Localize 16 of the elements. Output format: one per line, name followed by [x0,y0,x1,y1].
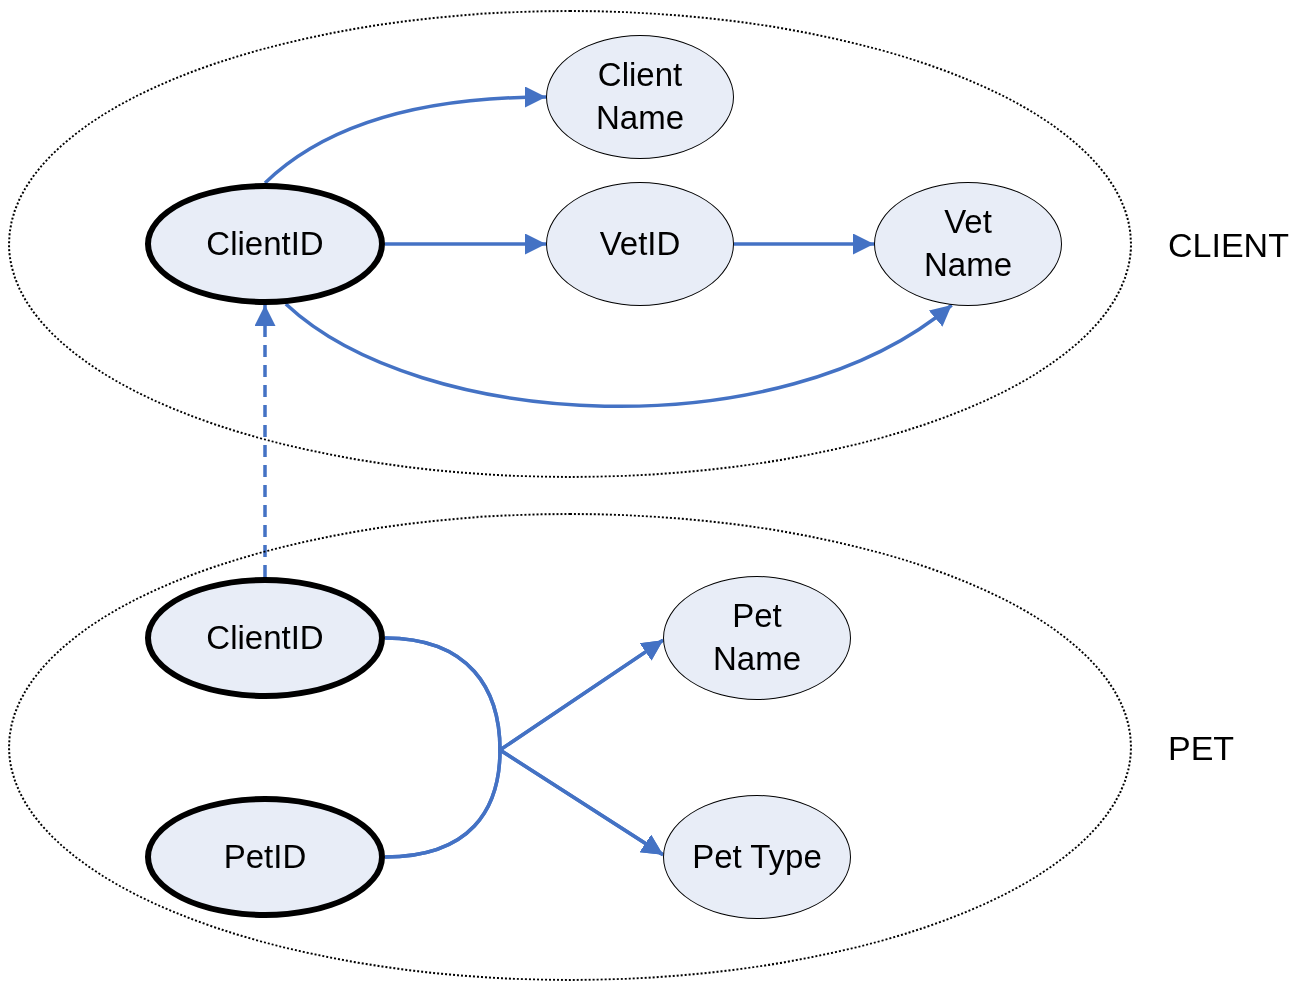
arrow [385,233,546,255]
attribute-label: Pet Name [712,596,802,679]
attribute-label: VetID [599,223,681,264]
arrow [254,305,276,577]
entity-label: PET [1168,731,1235,765]
arrow [734,233,874,255]
attribute-label: PetID [223,836,307,877]
attribute-label: Vet Name [923,202,1013,285]
arrow [263,86,547,185]
attribute-label: ClientID [206,617,324,658]
attribute-label: Client Name [595,55,685,138]
entity-label: CLIENT [1168,228,1289,262]
attribute-label: ClientID [206,223,324,264]
arrow [384,748,664,859]
attribute-label: Pet Type [692,836,822,877]
arrow [284,302,953,408]
